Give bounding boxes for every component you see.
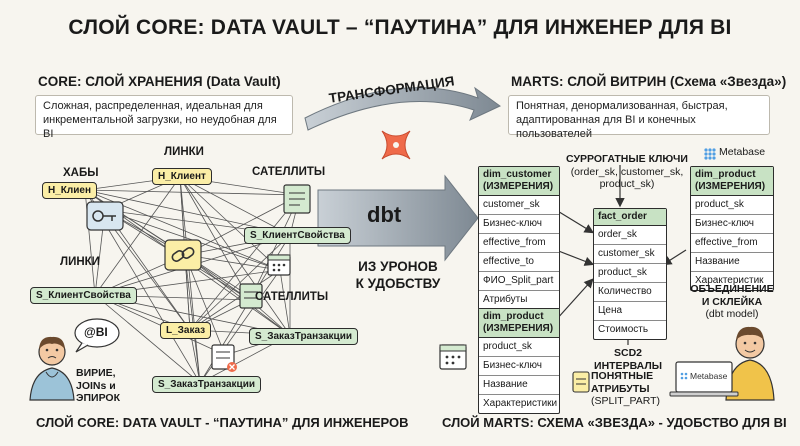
surrogate-keys-title: СУРРОГАТНЫЕ КЛЮЧИ [566,153,688,165]
table-row: Бизнес-ключ [691,215,773,234]
scd2-line2: ИНТЕРВАЛЫ [594,359,662,372]
table-row: product_sk [594,264,666,283]
node-l-order: L_Заказ [160,322,212,339]
table-row: Название [691,253,773,272]
node-h-client-top: H_Клиент [152,168,212,185]
metabase-logo-icon [704,148,716,160]
table-row: effective_to [479,253,559,272]
table-name: dim_product [483,311,544,322]
table-name: dim_customer [483,169,552,180]
table-name: dim_product [695,169,756,180]
table-row: Бизнес-ключ [479,215,559,234]
core-heading: CORE: СЛОЙ ХРАНЕНИЯ (Data Vault) [38,74,281,89]
table-row: Стоимость [598,324,649,335]
persona-caption: ВИРИЕ, JOINs и ЭПИРОК [76,367,121,404]
label-links-left: ЛИНКИ [60,256,100,268]
analyst-avatar [725,326,775,401]
table-header: dim_product (ИЗМЕРЕНИЯ) [691,167,773,196]
table-type: (ИЗМЕРЕНИЯ) [483,323,554,334]
join-note-line3: (dbt model) [705,308,759,320]
satellite-document-icon [239,283,263,309]
marts-description: Понятная, денормализованная, быстрая, ад… [508,95,770,140]
node-s-order-tx-right: S_ЗаказТранзакции [249,328,359,345]
table-row: product_sk [691,196,773,215]
table-dim-customer: dim_customer (ИЗМЕРЕНИЯ) customer_sk Биз… [478,166,560,310]
middle-caption-line2: К УДОБСТВУ [355,276,441,291]
marts-footer: СЛОЙ MARTS: СХЕМА «ЗВЕЗДА» - УДОБСТВО ДЛ… [442,415,787,430]
bi-badge: @BI [84,325,108,339]
label-satellites-top: САТЕЛЛИТЫ [252,166,326,178]
attrs-line1: ПОНЯТНЫЕ [591,370,654,382]
engineer-avatar [29,336,75,401]
table-fact-order: fact_order order_sk customer_sk product_… [593,208,667,340]
surrogate-keys-list: (order_sk, customer_sk, product_sk) [570,165,684,191]
transform-arrow [304,86,501,131]
table-row: customer_sk [594,245,666,264]
table-row: Название [479,376,559,395]
table-row: product_sk [479,338,559,357]
table-row: effective_from [479,234,559,253]
table-header: fact_order [594,209,666,226]
table-row: order_sk [594,226,666,245]
table-dim-product-bottom: dim_product (ИЗМЕРЕНИЯ) product_sk Бизне… [478,308,560,414]
node-h-client-left: H_Клиен [42,182,97,199]
table-header: dim_product (ИЗМЕРЕНИЯ) [479,309,559,338]
attrs-line3: (SPLIT_PART) [591,395,661,407]
dbt-arrow [317,174,479,262]
table-row: Цена [594,302,666,321]
middle-caption-line1: ИЗ УРОНОВ [358,259,438,274]
table-dim-product-right: dim_product (ИЗМЕРЕНИЯ) product_sk Бизне… [690,166,774,291]
attrs-line2: АТРИБУТЫ [591,382,650,395]
node-s-order-tx-bottom: S_ЗаказТранзакции [152,376,262,393]
marts-heading: MARTS: СЛОЙ ВИТРИН (Схема «Звезда») [511,74,787,89]
laptop-icon [669,361,739,397]
join-note-line2: И СКЛЕЙКА [701,295,763,308]
table-row: effective_from [691,234,773,253]
label-hubs: ХАБЫ [63,167,99,179]
label-satellites-right: САТЕЛЛИТЫ [255,291,329,303]
middle-caption: ИЗ УРОНОВ К УДОБСТВУ [348,258,448,292]
surrogate-keys: СУРРОГАТНЫЕ КЛЮЧИ (order_sk, customer_sk… [562,153,692,191]
table-row: Характеристики [483,398,558,409]
core-description: Сложная, распределенная, идеальная для и… [35,95,293,140]
scd2-note: SCD2 ИНТЕРВАЛЫ [590,347,666,372]
laptop-metabase-label: Metabase [690,371,728,381]
attributes-note: ПОНЯТНЫЕ АТРИБУТЫ (SPLIT_PART) [591,370,669,408]
table-row: Атрибуты [483,294,528,305]
table-row: Характеристик [695,275,764,286]
label-links-top: ЛИНКИ [164,146,204,158]
table-type: (ИЗМЕРЕНИЯ) [483,181,554,192]
node-s-client-props-left: S_КлиентСвойства [30,287,137,304]
node-s-client-props-right: S_КлиентСвойства [244,227,351,244]
attributes-doc-icon [572,371,590,393]
page-title: СЛОЙ CORE: DATA VAULT – “ПАУТИНА” ДЛЯ ИН… [68,16,732,39]
table-row: customer_sk [479,196,559,215]
table-type: (ИЗМЕРЕНИЯ) [695,181,766,192]
core-footer: СЛОЙ CORE: DATA VAULT - “ПАУТИНА” ДЛЯ ИН… [36,415,409,430]
table-row: Бизнес-ключ [479,357,559,376]
scd2-line1: SCD2 [613,347,642,359]
key-icon [86,201,124,231]
join-note-line1: ОБЪЕДИНЕНИЕ [690,283,774,295]
table-header: dim_customer (ИЗМЕРЕНИЯ) [479,167,559,196]
marts-calendar-icon [439,344,467,370]
metabase-label: Metabase [719,146,766,158]
join-note: ОБЪЕДИНЕНИЕ И СКЛЕЙКА (dbt model) [684,283,780,321]
dbt-label: dbt [367,202,402,227]
receipt-icon [211,344,237,372]
table-row: Количество [594,283,666,302]
calendar-icon [267,254,291,276]
bi-speech-bubble [74,318,120,353]
document-icon [283,184,311,214]
dbt-logo-icon [381,130,411,160]
table-row: ФИО_Split_part [479,272,559,291]
chain-link-icon [164,239,202,271]
